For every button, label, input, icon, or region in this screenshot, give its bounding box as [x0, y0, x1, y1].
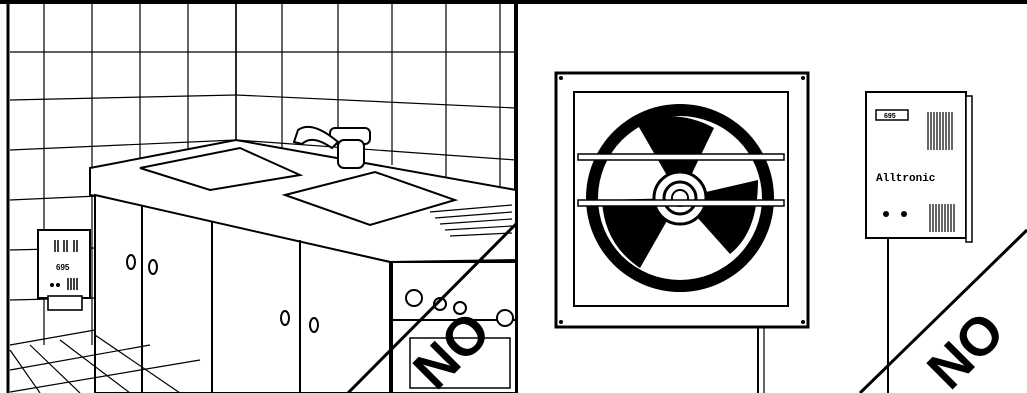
kitchen-scene: 695 NO: [0, 0, 518, 393]
kitchen-scene-panel: 695 NO: [0, 0, 518, 393]
verdict-no-label: NO: [916, 301, 1016, 393]
detector-model-label: 695: [56, 263, 70, 272]
detector-model-label: 695: [884, 113, 896, 120]
detector-brand-label: Alltronic: [876, 173, 935, 185]
detector-icon: 695: [38, 230, 90, 310]
exhaust-fan-icon: [556, 73, 808, 393]
fan-scene: 695 Alltronic NO: [518, 0, 1027, 393]
fan-scene-panel: 695 Alltronic NO: [518, 0, 1027, 393]
